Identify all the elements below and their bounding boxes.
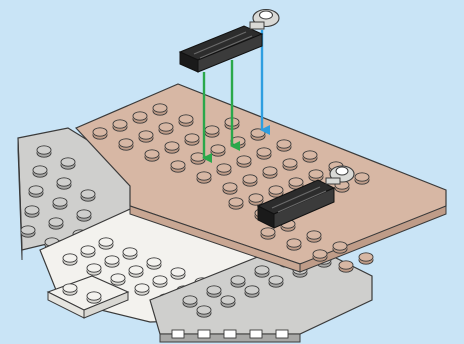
stud: [313, 250, 327, 261]
stud: [29, 186, 43, 197]
stud: [37, 146, 51, 157]
stud: [81, 190, 95, 201]
stud: [159, 123, 173, 134]
edge-notch: [172, 330, 184, 338]
stud: [263, 167, 277, 178]
stud: [243, 175, 257, 186]
stud: [129, 266, 143, 277]
edge-notch: [224, 330, 236, 338]
stud: [77, 210, 91, 221]
stud: [283, 159, 297, 170]
stud: [153, 276, 167, 287]
stud: [183, 296, 197, 307]
stud: [229, 198, 243, 209]
stud: [61, 158, 75, 169]
stud: [277, 140, 291, 151]
stud: [123, 248, 137, 259]
black-tile-with-clip-new: [180, 10, 279, 73]
stud: [211, 145, 225, 156]
stud: [223, 183, 237, 194]
stud: [21, 226, 35, 237]
stud: [147, 258, 161, 269]
stud: [355, 173, 369, 184]
stud: [339, 261, 353, 272]
stud: [93, 128, 107, 139]
stud: [217, 164, 231, 175]
stud: [255, 266, 269, 277]
stud: [139, 131, 153, 142]
stud: [231, 276, 245, 287]
stud: [57, 178, 71, 189]
stud: [185, 134, 199, 145]
stud: [205, 126, 219, 137]
stud: [245, 286, 259, 297]
stud: [81, 246, 95, 257]
edge-notch: [276, 330, 288, 338]
stud: [207, 286, 221, 297]
stud: [165, 142, 179, 153]
stud: [87, 264, 101, 275]
stud: [197, 306, 211, 317]
stud: [197, 172, 211, 183]
stud: [145, 150, 159, 161]
stud: [179, 115, 193, 126]
stud: [269, 276, 283, 287]
stud: [287, 239, 301, 250]
stud: [257, 148, 271, 159]
stud: [25, 206, 39, 217]
stud: [113, 120, 127, 131]
stud: [221, 296, 235, 307]
stud: [251, 129, 265, 140]
edge-notch: [250, 330, 262, 338]
stud: [133, 112, 147, 123]
stud: [237, 156, 251, 167]
stud: [261, 228, 275, 239]
stud: [171, 161, 185, 172]
stud: [309, 170, 323, 181]
stud: [99, 238, 113, 249]
stud: [135, 284, 149, 295]
stud: [53, 198, 67, 209]
stud: [87, 292, 101, 303]
stud: [63, 254, 77, 265]
stud: [303, 151, 317, 162]
stud: [333, 242, 347, 253]
stud: [33, 166, 47, 177]
stud: [249, 194, 263, 205]
stud: [63, 284, 77, 295]
stud: [269, 186, 283, 197]
stud: [171, 268, 185, 279]
stud: [111, 274, 125, 285]
stud: [119, 139, 133, 150]
stud: [153, 104, 167, 115]
stud: [105, 256, 119, 267]
stud: [359, 253, 373, 264]
stud: [49, 218, 63, 229]
edge-notch: [198, 330, 210, 338]
stud: [307, 231, 321, 242]
